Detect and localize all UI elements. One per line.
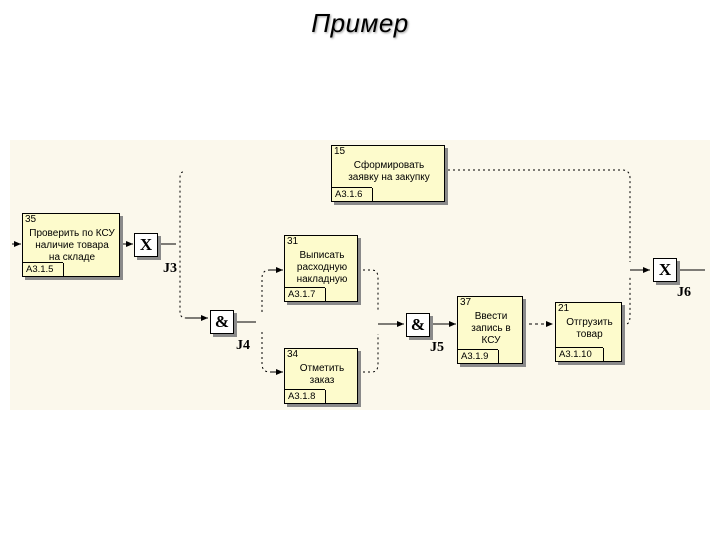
- activity-box-34[interactable]: 34 Отметить заказ A3.1.8: [284, 348, 358, 404]
- j4-up: [261, 269, 280, 312]
- junction-j3[interactable]: X: [134, 233, 158, 257]
- box-ref: A3.1.5: [23, 262, 63, 276]
- from-15: [448, 169, 631, 262]
- junction-j4[interactable]: &: [210, 310, 234, 334]
- ref-divider: [63, 263, 120, 276]
- junction-label-j5: J5: [430, 340, 444, 355]
- j3-branch: [179, 171, 205, 319]
- junction-label-j3: J3: [163, 261, 177, 276]
- box-ref: A3.1.6: [332, 187, 372, 201]
- activity-box-15[interactable]: 15 Сформировать заявку на закупку A3.1.6: [331, 145, 445, 202]
- box-number: 37: [460, 297, 472, 308]
- activity-box-37[interactable]: 37 Ввести запись в КСУ A3.1.9: [457, 296, 523, 364]
- box-number: 31: [287, 236, 299, 247]
- ref-divider: [603, 348, 622, 361]
- box-ref: A3.1.8: [285, 389, 325, 403]
- ref-divider: [325, 390, 358, 403]
- box-number: 15: [334, 146, 346, 157]
- from-31: [358, 269, 379, 312]
- ref-divider: [498, 350, 523, 363]
- box-number: 34: [287, 349, 299, 360]
- j4-down: [261, 332, 280, 373]
- box-name: Отгрузить товар: [566, 317, 613, 340]
- box-ref: A3.1.9: [458, 349, 498, 363]
- box-name: Проверить по КСУ наличие товара на склад…: [29, 228, 115, 263]
- box-name: Сформировать заявку на закупку: [348, 160, 430, 183]
- box-name: Отметить заказ: [299, 363, 345, 386]
- box-name: Ввести запись в КСУ: [471, 311, 511, 346]
- activity-box-21[interactable]: 21 Отгрузить товар A3.1.10: [555, 302, 622, 362]
- activity-box-31[interactable]: 31 Выписать расходную накладную A3.1.7: [284, 235, 358, 302]
- box-ref: A3.1.7: [285, 287, 325, 301]
- junction-j5[interactable]: &: [406, 313, 430, 337]
- box-number: 35: [25, 214, 37, 225]
- from-21: [622, 276, 631, 325]
- ref-divider: [325, 288, 358, 301]
- box-name: Выписать расходную накладную: [296, 250, 348, 285]
- page-title: Пример: [311, 8, 409, 38]
- ref-divider: [372, 188, 445, 201]
- junction-j6[interactable]: X: [653, 258, 677, 282]
- activity-box-35[interactable]: 35 Проверить по КСУ наличие товара на ск…: [22, 213, 120, 277]
- box-ref: A3.1.10: [556, 347, 603, 361]
- junction-label-j6: J6: [677, 285, 691, 300]
- from-34: [358, 334, 379, 373]
- box-number: 21: [558, 303, 570, 314]
- junction-label-j4: J4: [236, 338, 250, 353]
